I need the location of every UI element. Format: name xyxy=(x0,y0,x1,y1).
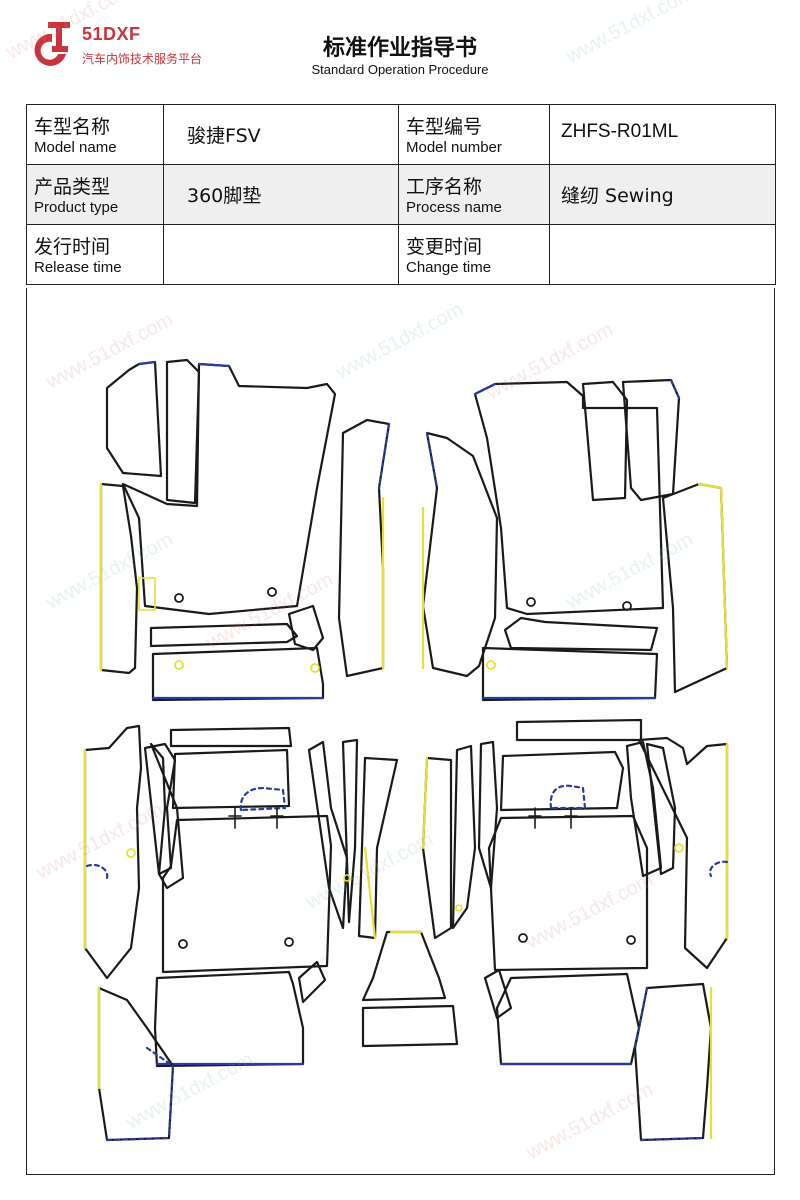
floor-mat-pattern-pieces-icon xyxy=(83,358,729,1142)
logo-mark-icon xyxy=(34,22,70,66)
front-right-mat-group xyxy=(421,378,729,702)
logo-brand-text: 51DXF xyxy=(82,24,141,44)
product-type-label-cell: 产品类型 Product type xyxy=(26,164,164,225)
model-number-label-cn: 车型编号 xyxy=(406,116,483,138)
tunnel-mat-group xyxy=(361,930,459,1048)
model-name-value: 骏捷FSV xyxy=(187,125,261,147)
model-name-label-cell: 车型名称 Model name xyxy=(26,104,164,165)
info-row-product: 产品类型 Product type 360脚垫 工序名称 Process nam… xyxy=(26,164,776,225)
product-type-value-cell: 360脚垫 xyxy=(163,164,399,225)
release-time-value-cell xyxy=(163,224,399,285)
rear-right-mat-group xyxy=(421,718,729,1142)
model-number-value-cell: ZHFS-R01ML xyxy=(549,104,776,165)
product-type-label-cn: 产品类型 xyxy=(34,176,111,198)
process-name-value: 缝纫 Sewing xyxy=(561,185,674,207)
change-time-label-cell: 变更时间 Change time xyxy=(398,224,550,285)
logo-tagline: 汽车内饰技术服务平台 xyxy=(82,52,203,66)
process-name-label-cn: 工序名称 xyxy=(406,176,483,198)
process-name-value-cell: 缝纫 Sewing xyxy=(549,164,776,225)
model-number-label-en: Model number xyxy=(406,139,502,156)
model-number-value: ZHFS-R01ML xyxy=(561,121,679,142)
rear-left-mat-group xyxy=(83,724,399,1142)
model-name-label-en: Model name xyxy=(34,139,117,156)
front-left-mat-group xyxy=(99,358,391,702)
change-time-label-en: Change time xyxy=(406,259,492,276)
model-number-label-cell: 车型编号 Model number xyxy=(398,104,550,165)
process-name-label-en: Process name xyxy=(406,199,502,216)
process-name-label-cell: 工序名称 Process name xyxy=(398,164,550,225)
pattern-drawing-area xyxy=(26,288,775,1175)
change-time-label-cn: 变更时间 xyxy=(406,236,483,258)
info-row-time: 发行时间 Release time 变更时间 Change time xyxy=(26,224,776,285)
page-title: 标准作业指导书 xyxy=(322,36,477,61)
release-time-label-en: Release time xyxy=(34,259,122,276)
model-name-label-cn: 车型名称 xyxy=(34,116,111,138)
info-row-model: 车型名称 Model name 骏捷FSV 车型编号 Model number … xyxy=(26,104,776,165)
model-name-value-cell: 骏捷FSV xyxy=(163,104,399,165)
release-time-label-cell: 发行时间 Release time xyxy=(26,224,164,285)
info-table: 车型名称 Model name 骏捷FSV 车型编号 Model number … xyxy=(26,104,776,285)
change-time-value-cell xyxy=(549,224,776,285)
product-type-label-en: Product type xyxy=(34,199,119,216)
product-type-value: 360脚垫 xyxy=(187,185,262,207)
brand-logo: 51DXF 汽车内饰技术服务平台 xyxy=(22,18,222,78)
release-time-label-cn: 发行时间 xyxy=(34,236,111,258)
page-subtitle: Standard Operation Procedure xyxy=(311,62,489,77)
